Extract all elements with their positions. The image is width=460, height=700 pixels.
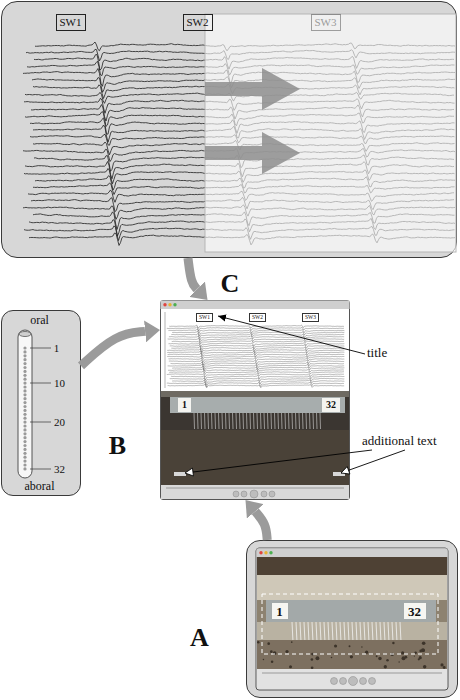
end-label: aboral bbox=[25, 480, 55, 492]
sensor-number: 32 bbox=[54, 463, 65, 474]
sensor-number: 20 bbox=[54, 416, 65, 427]
tag-text: SW2 bbox=[187, 17, 209, 28]
leader-line bbox=[341, 450, 405, 473]
sensor-number: 1 bbox=[54, 342, 60, 353]
panel-letter: B bbox=[109, 433, 126, 459]
tag-text: SW3 bbox=[305, 315, 316, 321]
annotation-label: title bbox=[367, 346, 387, 359]
end-label: oral bbox=[30, 314, 49, 326]
flow-arrow bbox=[188, 258, 197, 289]
electrode-number: 32 bbox=[326, 400, 336, 410]
annotation-label: additional text bbox=[362, 434, 437, 447]
tag-text: SW1 bbox=[199, 315, 210, 321]
panel-letter: C bbox=[221, 271, 240, 297]
wave-tag: SW1 bbox=[56, 14, 86, 31]
tag-text: SW1 bbox=[60, 17, 82, 28]
video-panel: A132 bbox=[246, 540, 458, 698]
panel-letter: A bbox=[190, 625, 209, 651]
wave-tag: SW3 bbox=[302, 313, 319, 322]
trace-panel: SW1 SW2 SW3 bbox=[1, 1, 457, 258]
player-window: C132SW1SW2SW3 bbox=[160, 300, 350, 500]
tag-text: SW3 bbox=[315, 17, 337, 28]
wave-tag: SW2 bbox=[249, 313, 266, 322]
sensor-number: 10 bbox=[54, 377, 65, 388]
electrode-number: 1 bbox=[182, 400, 187, 410]
flow-arrow bbox=[255, 511, 267, 540]
wave-tag: SW1 bbox=[196, 313, 213, 322]
electrode-number: 32 bbox=[408, 604, 421, 617]
wave-tag: SW2 bbox=[183, 14, 213, 31]
electrode-number: 1 bbox=[276, 604, 283, 617]
flow-arrow bbox=[81, 331, 145, 365]
wave-tag: SW3 bbox=[311, 14, 341, 31]
catheter-panel: Boral1102032aboral bbox=[1, 310, 81, 496]
tag-text: SW2 bbox=[252, 315, 263, 321]
